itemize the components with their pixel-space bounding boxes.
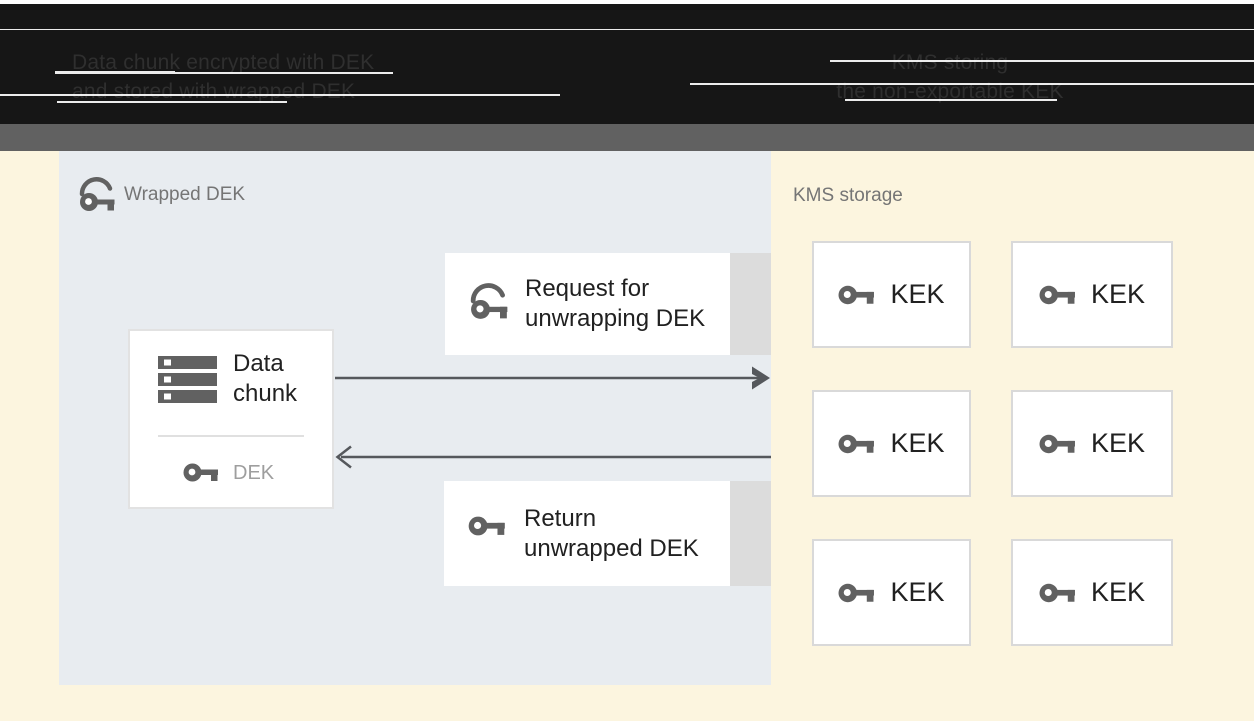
data-chunk-label: Data chunk [233, 349, 297, 409]
data-chunk-stack-icon [158, 356, 217, 403]
request-unwrap-line1: Request for [525, 275, 650, 302]
request-arrowhead-icon [752, 366, 770, 390]
kek-label: KEK [890, 577, 945, 607]
request-unwrap-label: Request for unwrapping DEK [525, 274, 705, 334]
request-unwrap-line2: unwrapping DEK [525, 305, 706, 332]
kek-box: KEK [812, 241, 971, 348]
glitch-line [0, 94, 560, 96]
key-icon [1039, 433, 1076, 455]
glitch-line [845, 99, 1057, 101]
return-unwrapped-line2: unwrapped DEK [524, 535, 699, 562]
kms-storage-title: KMS storage [793, 185, 903, 206]
kek-box: KEK [1011, 539, 1173, 646]
kek-label: KEK [1090, 279, 1146, 309]
glitch-line [175, 72, 393, 74]
return-unwrapped-label: Return unwrapped DEK [524, 504, 699, 564]
wrapped-key-icon [79, 176, 117, 212]
glitch-line [57, 101, 287, 103]
wrapped-key-icon [470, 281, 510, 321]
header-caption-left-line1: Data chunk encrypted with DEK [72, 51, 375, 74]
kek-box: KEK [812, 390, 971, 497]
glitch-line [55, 71, 175, 74]
kek-grid: KEK KEK KEK KEK KEK KEK [812, 241, 1173, 646]
wrapped-dek-panel: Wrapped DEK Data chunk [59, 151, 771, 685]
key-icon [1039, 284, 1076, 306]
wrapped-dek-panel-title: Wrapped DEK [124, 184, 246, 205]
kek-label: KEK [890, 279, 945, 309]
return-unwrapped-line1: Return [524, 505, 597, 532]
header-caption-left-line2: and stored with wrapped DEK [72, 80, 356, 103]
glitch-line [0, 29, 1254, 30]
dek-label: DEK [233, 462, 275, 484]
header: Data chunk encrypted with DEK and stored… [0, 4, 1254, 124]
key-icon [838, 582, 875, 604]
data-chunk-divider [158, 435, 304, 437]
header-caption-left: Data chunk encrypted with DEK and stored… [72, 48, 374, 106]
glitch-line [830, 60, 1254, 62]
key-icon [838, 284, 875, 306]
bottom-margin [0, 721, 1254, 726]
key-icon [183, 462, 219, 483]
header-caption-right-line1: KMS storing [891, 51, 1009, 74]
return-unwrapped-box: Return unwrapped DEK [444, 481, 730, 586]
key-icon [468, 515, 506, 537]
glitch-line [690, 83, 1254, 85]
kek-box: KEK [1011, 241, 1173, 348]
request-box-shadow [730, 253, 771, 355]
header-caption-right-line2: the non-exportable KEK [836, 80, 1064, 103]
kek-label: KEK [1090, 428, 1146, 458]
header-caption-right: KMS storing the non-exportable KEK [828, 48, 1072, 106]
return-box-shadow [730, 481, 771, 586]
kek-box: KEK [812, 539, 971, 646]
header-divider-band [0, 124, 1254, 151]
kek-label: KEK [890, 428, 945, 458]
key-icon [1039, 582, 1076, 604]
key-icon [838, 433, 875, 455]
data-chunk-box: Data chunk DEK [128, 329, 334, 509]
return-arrowhead-icon [335, 445, 352, 469]
top-margin [0, 0, 1254, 4]
kek-box: KEK [1011, 390, 1173, 497]
data-chunk-label-line2: chunk [233, 380, 298, 407]
data-chunk-label-line1: Data [233, 350, 284, 377]
kek-label: KEK [1090, 577, 1146, 607]
request-unwrap-box: Request for unwrapping DEK [445, 253, 730, 355]
